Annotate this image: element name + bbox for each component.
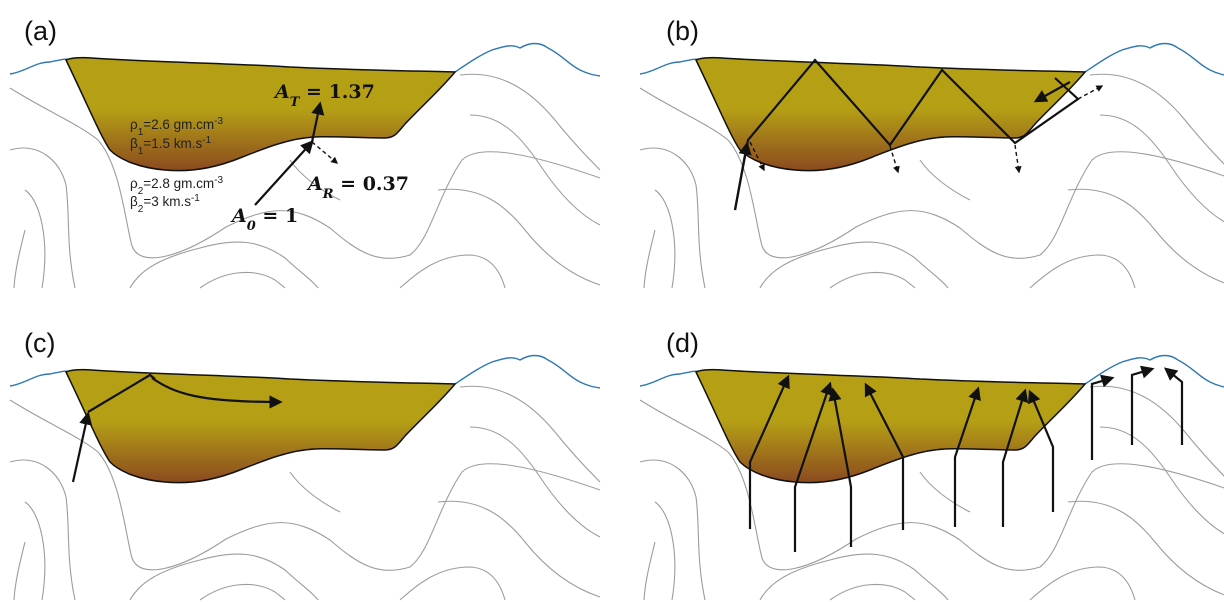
vertical-ray-4: [864, 382, 905, 530]
incident-amplitude: A0 = 1: [230, 205, 298, 234]
outside-ray-2: [1130, 365, 1155, 445]
outside-ray-3: [1163, 367, 1184, 445]
layer1-density: ρ1=2.6 gm.cm-3: [130, 116, 223, 138]
panel-d: (d): [639, 328, 1224, 601]
vertical-ray-5: [953, 386, 981, 527]
leak-ray-b4: [1077, 85, 1104, 100]
reflected-ray: [311, 141, 339, 164]
panel-a-label: (a): [24, 16, 57, 46]
vertical-ray-3: [828, 387, 853, 547]
layer2-density: ρ2=2.8 gm.cm-3: [130, 175, 223, 197]
vertical-ray-7: [1027, 389, 1055, 512]
panel-c: (c): [9, 328, 601, 601]
leak-ray-b1: [749, 141, 765, 172]
reflected-amplitude: AR = 0.37: [306, 173, 409, 202]
panel-b: (b): [639, 16, 1224, 289]
vertical-ray-1: [748, 374, 790, 529]
incident-ray-b: [733, 141, 752, 211]
panel-b-label: (b): [666, 16, 699, 46]
incident-ray-c: [71, 411, 93, 483]
transmitted-amplitude: AT = 1.37: [273, 81, 375, 110]
outside-ray-1: [1090, 374, 1115, 460]
leak-ray-b3: [1014, 144, 1022, 174]
multiple-reflection-ray: [733, 58, 1080, 211]
layer2-velocity: β2=3 km.s-1: [130, 193, 200, 215]
vertical-ray-6: [1001, 388, 1029, 527]
transmitted-ray: [310, 101, 325, 143]
panel-a: (a) ρ1=2.6 gm.cm-3 β1=1.5 km.s-1 ρ2=2.8 …: [9, 16, 601, 289]
incident-ray: [254, 140, 314, 206]
layer1-velocity: β1=1.5 km.s-1: [130, 135, 212, 157]
surface-wave-ray: [151, 377, 283, 409]
vertical-ray-2: [793, 381, 833, 552]
panel-d-label: (d): [666, 328, 699, 358]
panel-c-label: (c): [24, 328, 55, 358]
multiple-reflection-arrow: [1033, 81, 1071, 103]
leak-ray-b2: [889, 145, 900, 174]
